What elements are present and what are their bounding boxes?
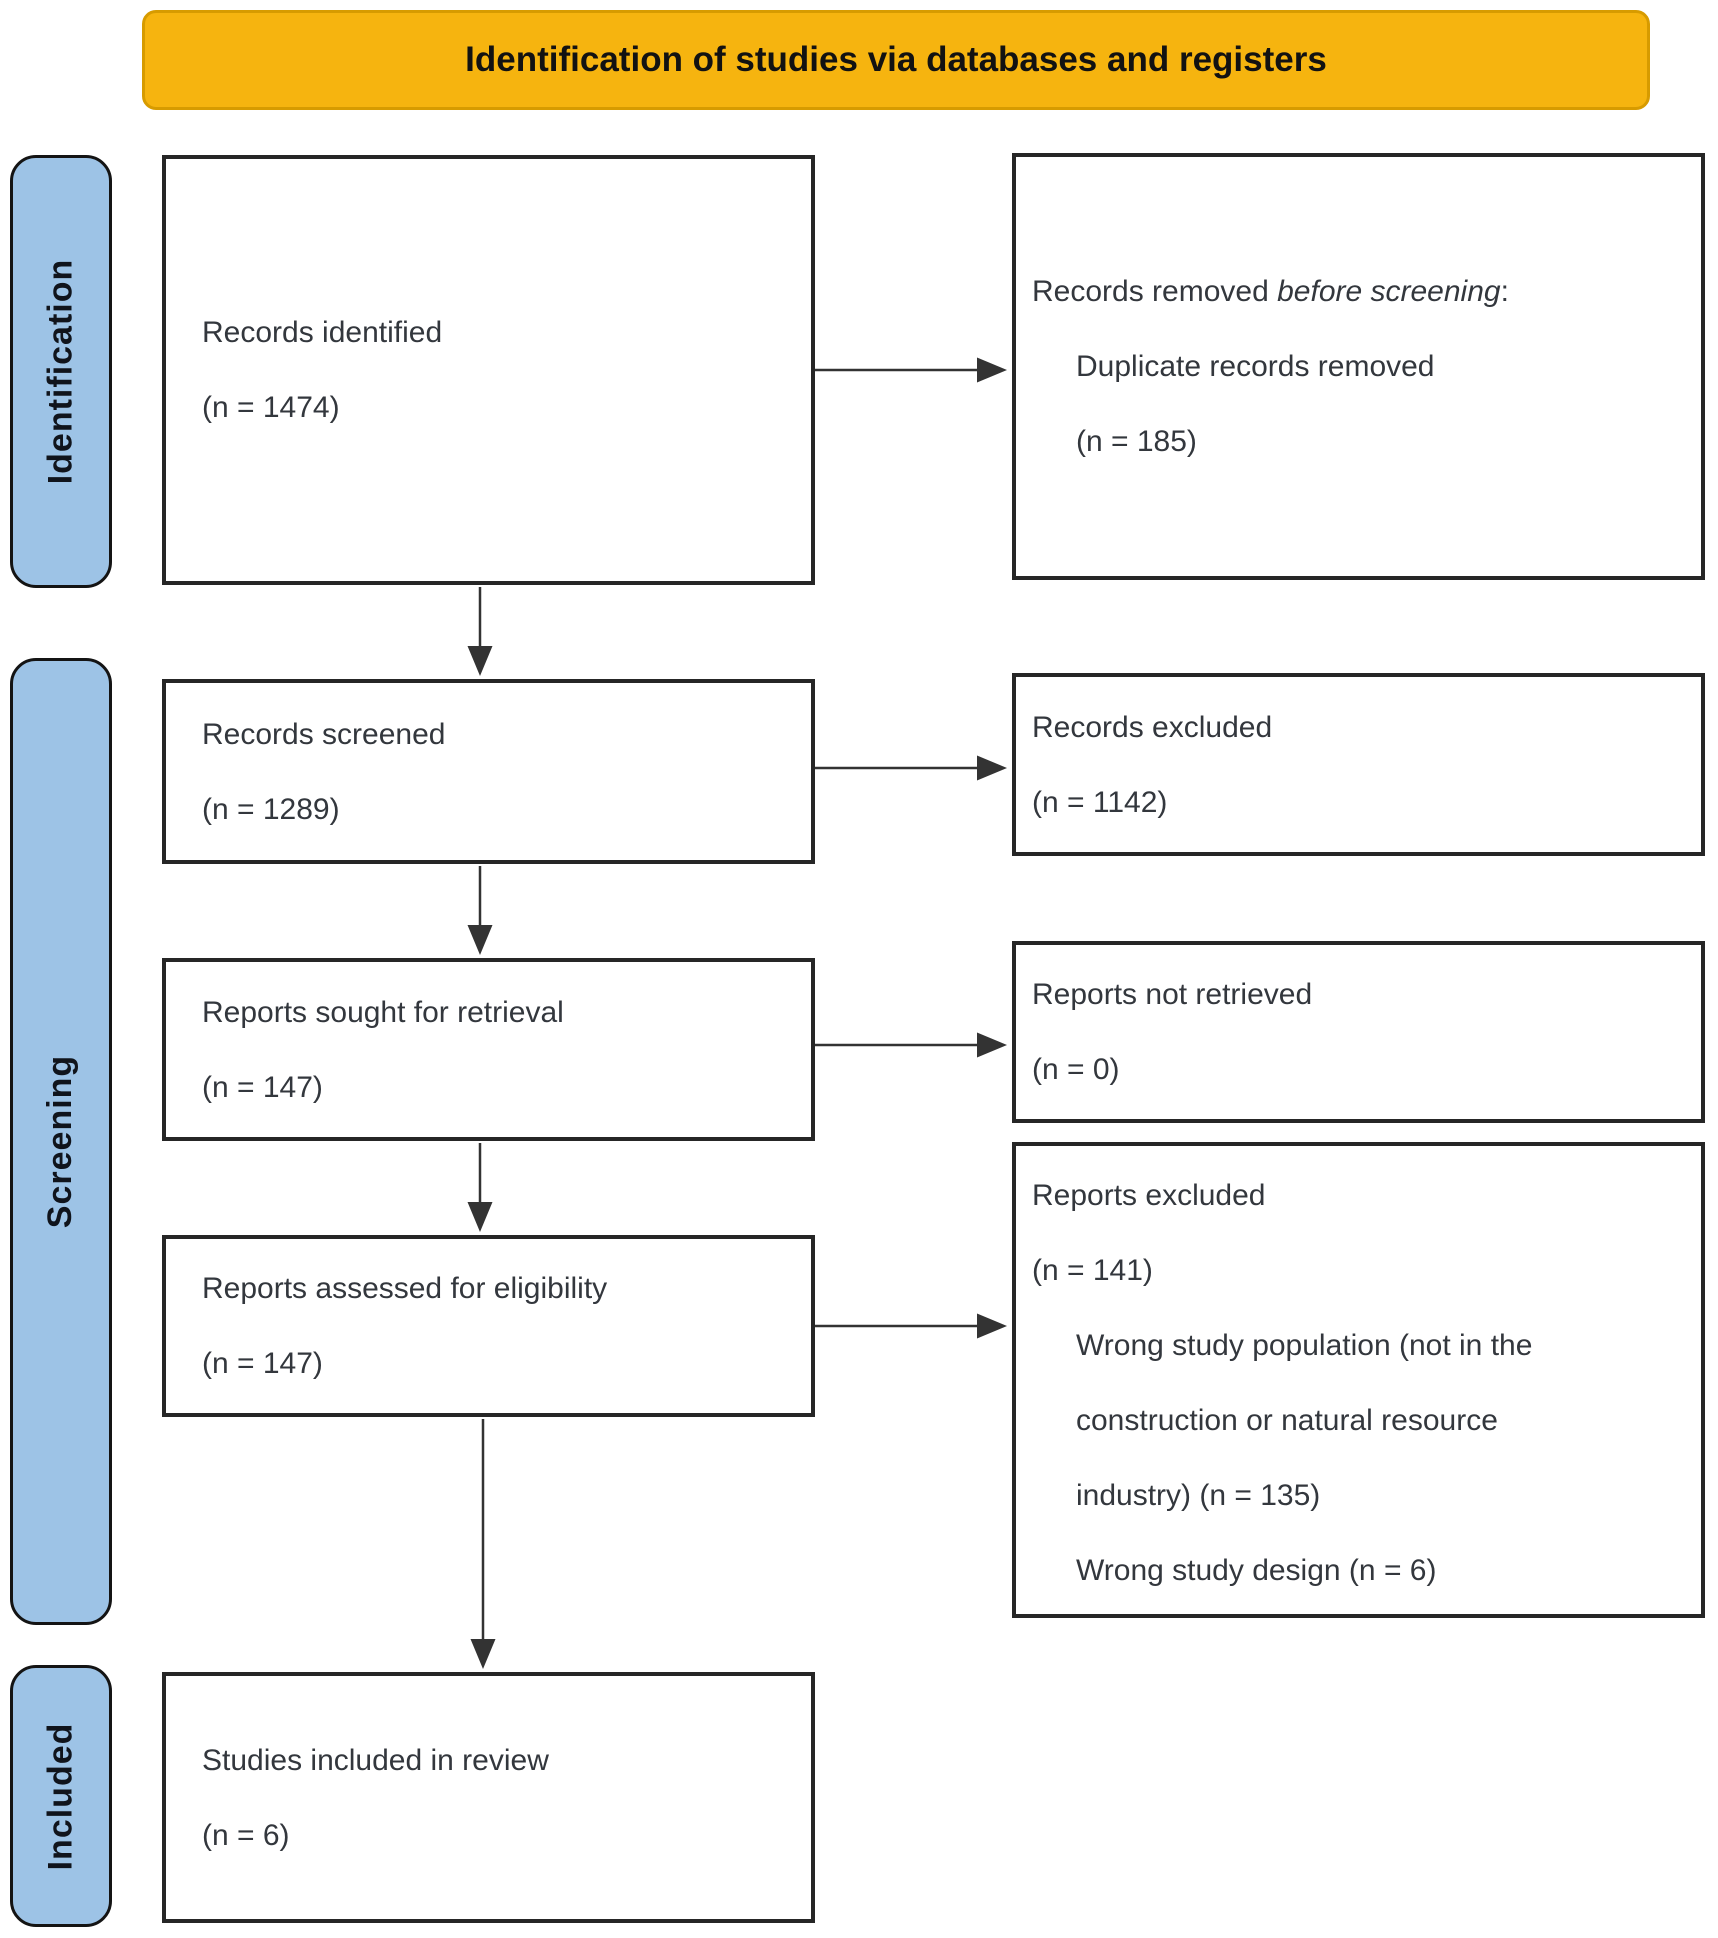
stage-identification-label: Identification (41, 258, 80, 485)
records-identified-count: (n = 1474) (202, 391, 340, 424)
box-records-identified: Records identified (n = 1474) (162, 155, 815, 585)
box-reports-sought: Reports sought for retrieval (n = 147) (162, 958, 815, 1141)
box-reports-excluded: Reports excluded (n = 141) Wrong study p… (1012, 1142, 1705, 1618)
stage-included-label: Included (41, 1722, 80, 1870)
records-screened-title: Records screened (202, 717, 446, 751)
records-screened-count: (n = 1289) (202, 792, 340, 826)
records-removed-title-suffix: : (1500, 275, 1509, 308)
reports-excluded-title: Reports excluded (1032, 1179, 1266, 1212)
reports-not-retrieved-title: Reports not retrieved (1032, 978, 1313, 1011)
reports-excluded-reason-2: Wrong study design (n = 6) (1076, 1554, 1437, 1587)
box-reports-assessed: Reports assessed for eligibility (n = 14… (162, 1235, 815, 1417)
stage-screening: Screening (10, 658, 112, 1625)
reports-assessed-count: (n = 147) (202, 1347, 323, 1380)
records-removed-title: Records removed before screening: (1032, 254, 1691, 329)
reports-excluded-count: (n = 141) (1032, 1254, 1153, 1287)
reports-excluded-reason-1: Wrong study population (not in the const… (1076, 1329, 1533, 1512)
studies-included-title: Studies included in review (202, 1743, 549, 1777)
reports-sought-count: (n = 147) (202, 1070, 323, 1104)
box-reports-not-retrieved: Reports not retrieved (n = 0) (1012, 941, 1705, 1123)
records-identified-title: Records identified (202, 316, 443, 349)
box-studies-included: Studies included in review (n = 6) (162, 1672, 815, 1923)
diagram-title: Identification of studies via databases … (465, 40, 1327, 79)
records-excluded-count: (n = 1142) (1032, 785, 1168, 819)
reports-assessed-title: Reports assessed for eligibility (202, 1272, 608, 1305)
diagram-title-banner: Identification of studies via databases … (142, 10, 1650, 110)
studies-included-count: (n = 6) (202, 1818, 290, 1852)
reports-not-retrieved-count: (n = 0) (1032, 1053, 1120, 1086)
stage-identification: Identification (10, 155, 112, 588)
reports-sought-title: Reports sought for retrieval (202, 995, 564, 1029)
stage-included: Included (10, 1665, 112, 1927)
box-records-screened: Records screened (n = 1289) (162, 679, 815, 864)
stage-screening-label: Screening (41, 1054, 80, 1229)
records-excluded-title: Records excluded (1032, 710, 1273, 744)
box-records-excluded: Records excluded (n = 1142) (1012, 673, 1705, 856)
records-removed-title-italic: before screening (1277, 275, 1501, 308)
records-removed-count: (n = 185) (1076, 425, 1197, 458)
records-removed-sub: Duplicate records removed (1076, 350, 1435, 383)
records-removed-title-prefix: Records removed (1032, 275, 1278, 308)
box-records-removed: Records removed before screening: Duplic… (1012, 153, 1705, 580)
